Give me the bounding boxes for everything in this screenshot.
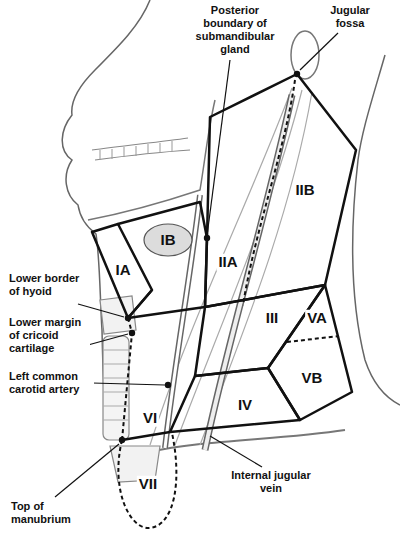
level-vii-boundary [118, 433, 176, 528]
landmark-dot [129, 330, 135, 336]
landmark-dot [125, 315, 131, 321]
level-vi-boundary [122, 318, 132, 440]
anatomy-label: Top of manubrium [10, 500, 84, 526]
level-number: IA [114, 262, 133, 279]
level-v-outline [268, 285, 352, 420]
level-ib-outline [118, 202, 207, 318]
back-of-neck [353, 55, 400, 405]
anatomy-label: Lower margin of cricoid cartilage [8, 316, 90, 355]
landmark-dot [204, 235, 210, 241]
anatomy-label: Posterior boundary of submandibular glan… [188, 4, 282, 56]
level-number: IIA [216, 254, 239, 271]
level-number: VII [137, 476, 159, 493]
anatomy-label: Left common carotid artery [8, 370, 94, 396]
trachea [103, 336, 129, 440]
leader-line [55, 444, 119, 497]
teeth [100, 141, 172, 160]
landmark-dot [165, 382, 171, 388]
level-ia-outline [92, 224, 152, 318]
anatomy-label: Lower border of hyoid [8, 272, 92, 298]
level-iv-outline [170, 368, 300, 432]
level-iia-iib-divider [243, 80, 295, 305]
teeth-line [92, 138, 190, 160]
level-number: VA [305, 310, 329, 327]
anatomy-label: Jugular fossa [316, 4, 384, 30]
landmark-dot [119, 437, 125, 443]
anatomy-label: Internal jugular vein [218, 469, 324, 495]
leader-line [88, 334, 128, 345]
level-vi-bottom [122, 432, 170, 440]
level-number: III [264, 310, 281, 327]
level-number: IV [236, 397, 254, 414]
level-number: IB [159, 232, 178, 249]
level-number: IIB [293, 182, 316, 199]
leader-line [208, 60, 231, 232]
level-va-vb-divider [287, 336, 339, 342]
landmark-dot [294, 71, 300, 77]
submandibular-gland [144, 224, 192, 256]
leader-line [300, 33, 338, 70]
leader-line [210, 436, 262, 467]
level-ii-outline [205, 74, 356, 307]
level-number: VB [300, 370, 325, 387]
level-number: VI [141, 410, 159, 427]
leader-line [92, 383, 165, 385]
level-iii-outline [195, 285, 325, 376]
